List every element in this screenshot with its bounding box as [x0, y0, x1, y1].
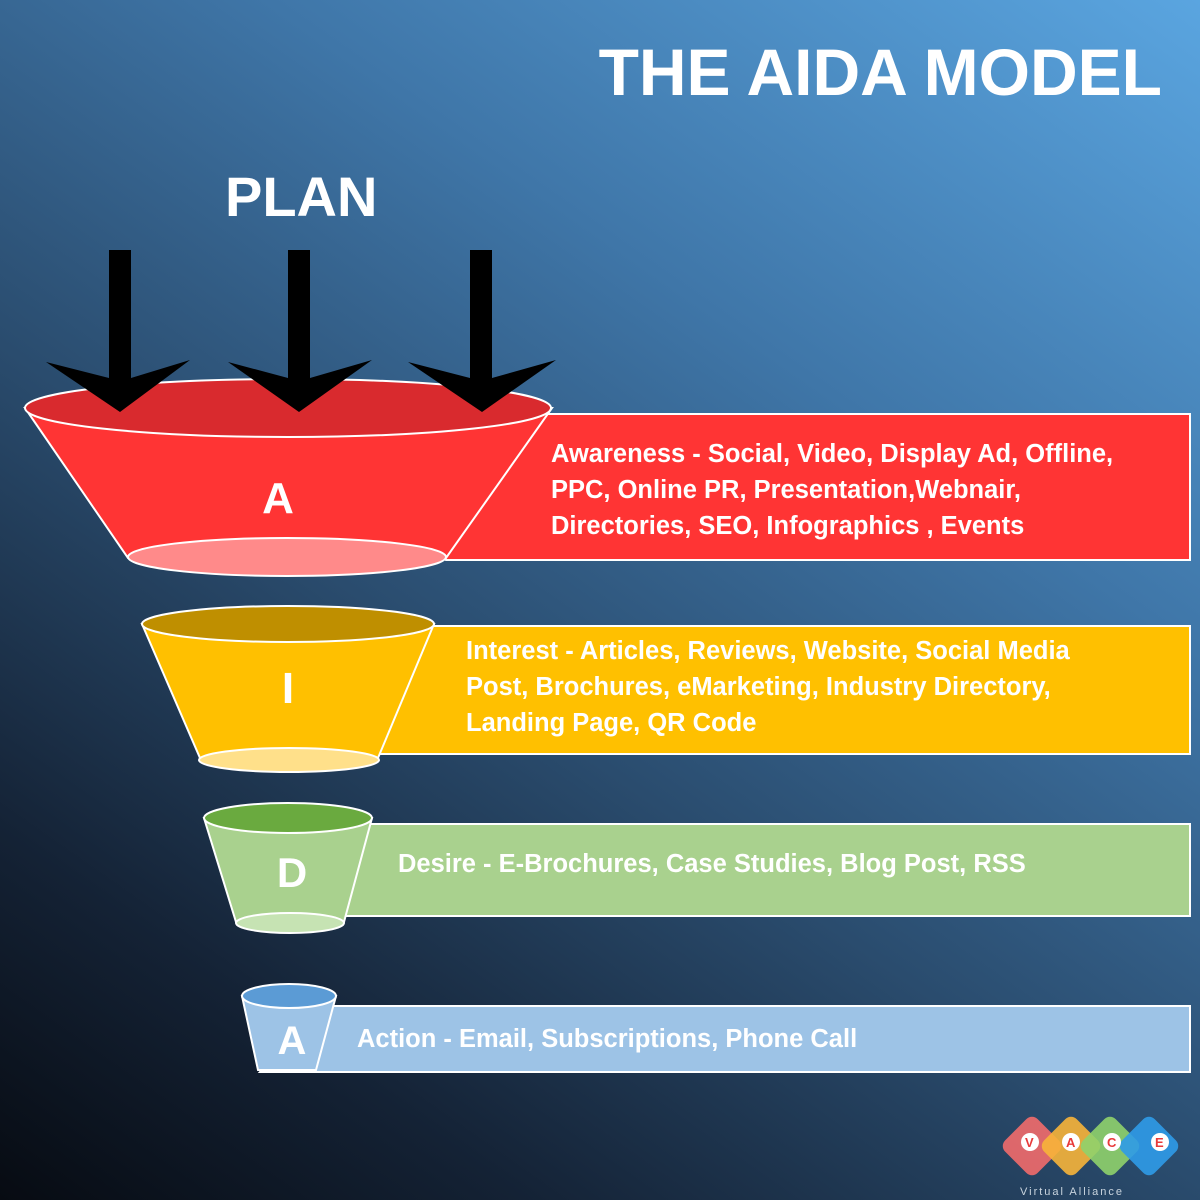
logo-letter-v: V	[1025, 1135, 1034, 1150]
interest-line: Interest - Articles, Reviews, Website, S…	[466, 637, 1070, 665]
awareness-text: Awareness - Social, Video, Display Ad, O…	[551, 436, 1113, 544]
logo-badge	[1103, 1133, 1121, 1151]
action-text: Action - Email, Subscriptions, Phone Cal…	[357, 1021, 857, 1057]
page-title: THE AIDA MODEL	[598, 35, 1162, 109]
awareness-line: Directories, SEO, Infographics , Events	[551, 512, 1025, 540]
action-funnel-top	[241, 983, 337, 1009]
stage-action	[240, 983, 1191, 1073]
awareness-line: Awareness - Social, Video, Display Ad, O…	[551, 440, 1114, 468]
logo-letter-a: A	[1066, 1135, 1076, 1150]
desire-funnel-bottom	[235, 912, 345, 934]
desire-funnel-top	[203, 802, 373, 834]
vace-logo: V A C E	[1002, 1116, 1179, 1176]
arrow-down-icon	[408, 250, 556, 412]
interest-letter: I	[281, 664, 295, 713]
stage-interest	[140, 605, 1191, 773]
logo-letter-e: E	[1155, 1135, 1164, 1150]
stage-desire	[202, 802, 1191, 934]
logo-badge	[1021, 1133, 1039, 1151]
stage-awareness	[23, 378, 1191, 577]
logo-letter-c: C	[1107, 1135, 1117, 1150]
action-letter: A	[277, 1019, 307, 1063]
interest-line: Landing Page, QR Code	[466, 709, 757, 737]
interest-funnel-bottom	[198, 747, 380, 773]
plan-label: PLAN	[225, 165, 378, 228]
interest-line: Post, Brochures, eMarketing, Industry Di…	[466, 673, 1051, 701]
logo-badge	[1062, 1133, 1080, 1151]
awareness-letter: A	[262, 474, 294, 523]
action-line: Action - Email, Subscriptions, Phone Cal…	[357, 1025, 858, 1053]
awareness-funnel-bottom	[127, 537, 447, 577]
logo-diamond-e	[1119, 1116, 1179, 1176]
arrow-down-icon	[228, 250, 372, 412]
interest-text: Interest - Articles, Reviews, Website, S…	[466, 633, 1070, 741]
desire-line: Desire - E-Brochures, Case Studies, Blog…	[398, 850, 1026, 878]
plan-arrows	[46, 250, 556, 412]
arrow-down-icon	[46, 250, 190, 412]
logo-badge	[1151, 1133, 1169, 1151]
desire-letter: D	[276, 849, 308, 896]
interest-funnel-top	[141, 605, 435, 643]
desire-text: Desire - E-Brochures, Case Studies, Blog…	[398, 846, 1026, 882]
awareness-line: PPC, Online PR, Presentation,Webnair,	[551, 476, 1021, 504]
logo-tagline: Virtual Alliance	[1020, 1186, 1124, 1198]
